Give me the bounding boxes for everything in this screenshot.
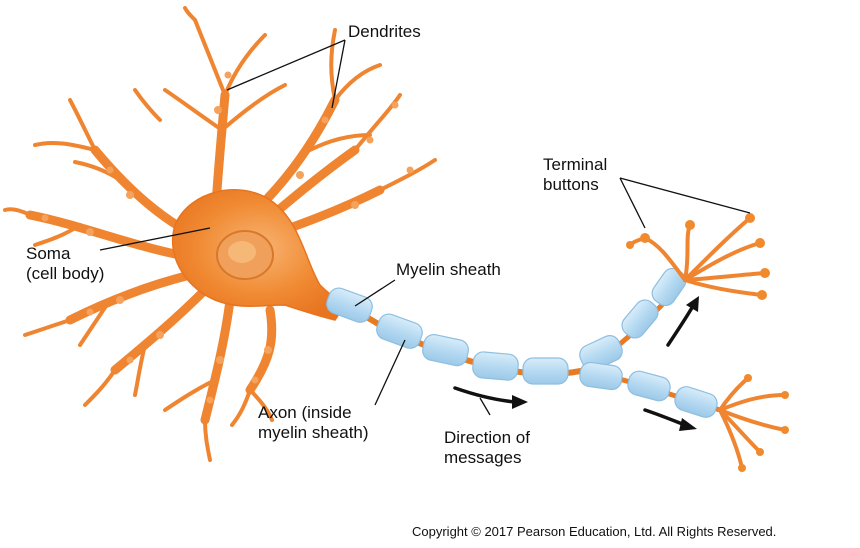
nucleus — [216, 230, 274, 280]
terminal-buttons-label-line2: buttons — [543, 175, 599, 194]
axon-terminals — [628, 216, 787, 470]
myelin-sheath-label: Myelin sheath — [396, 260, 501, 279]
leader-lines — [99, 39, 751, 416]
myelin-sheath — [326, 267, 718, 418]
dendrites-label: Dendrites — [348, 22, 421, 41]
arrowheads — [512, 296, 699, 431]
axon-label-line1: Axon (inside — [258, 403, 352, 422]
terminal-buttons — [626, 213, 789, 472]
copyright-notice: Copyright © 2017 Pearson Education, Ltd.… — [412, 524, 777, 539]
direction-label-line1: Direction of — [444, 428, 530, 447]
axon-label-line2: myelin sheath) — [258, 423, 369, 442]
soma-label-line2: (cell body) — [26, 264, 105, 283]
dendrites — [3, 6, 437, 462]
soma-label-line1: Soma — [26, 244, 71, 263]
terminal-buttons-label-line1: Terminal — [543, 155, 608, 174]
direction-label-line2: messages — [444, 448, 522, 467]
